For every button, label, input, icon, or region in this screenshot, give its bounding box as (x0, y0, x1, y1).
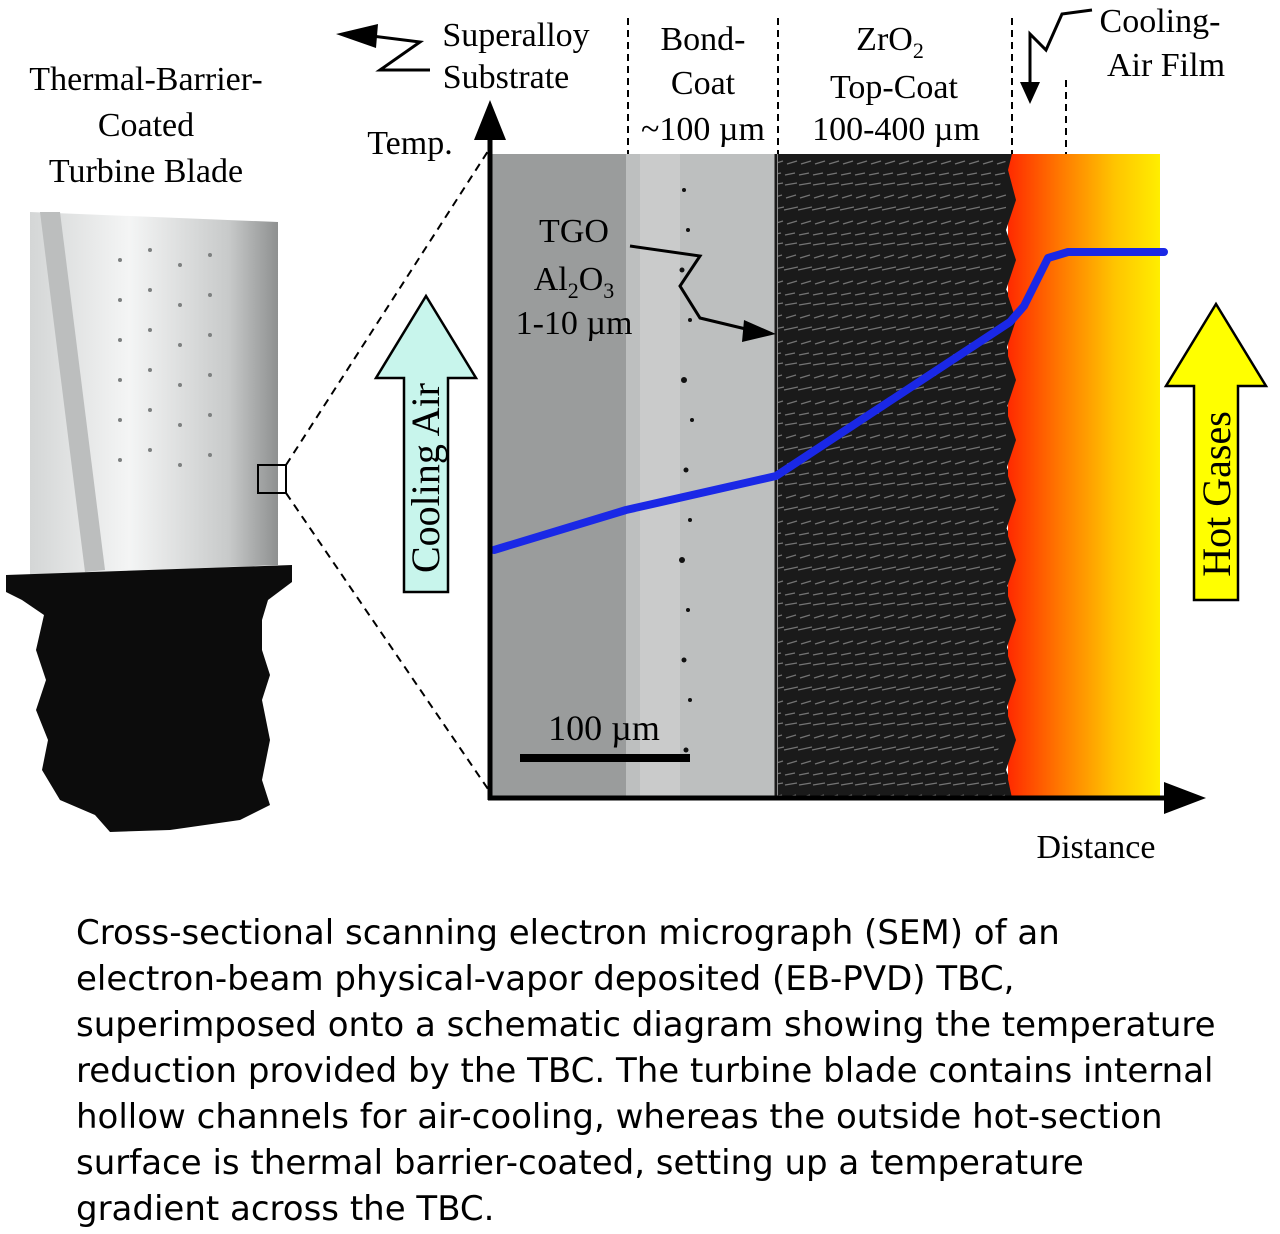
substrate-pointer-arrowhead (336, 24, 378, 48)
hot-gases-arrow-shape (1163, 301, 1269, 602)
distance-axis-arrowhead (1164, 782, 1206, 814)
temperature-curve (490, 248, 1168, 554)
hot-gas-zone (1008, 154, 1160, 798)
caption-text: Cross-sectional scanning electron microg… (76, 913, 1216, 1229)
bondcoat-label-line1: Bond- (661, 21, 746, 58)
zoom-source-box (257, 464, 287, 494)
substrate-label-line2: Substrate (443, 59, 570, 96)
distance-axis-label: Distance (1037, 829, 1156, 866)
cooling-air-label: Cooling Air (403, 383, 448, 573)
zoom-line-top (285, 147, 491, 466)
tgo-label-line2: Al2O3 (534, 261, 615, 303)
topcoat-label-line1: ZrO2 (856, 21, 924, 63)
blade-root (6, 565, 292, 832)
tgo-pointer-arrow (629, 244, 751, 332)
tgo-label-o: O (579, 261, 604, 298)
figure-caption: Cross-sectional scanning electron microg… (76, 910, 1216, 1232)
tgo-pointer-arrowhead (742, 320, 776, 342)
tgo-label-line3: 1-10 µm (516, 305, 633, 342)
topcoat-label-line3: 100-400 µm (812, 111, 980, 148)
topcoat-rough-edge (996, 154, 1014, 798)
tgo-label-sub1: 2 (568, 278, 579, 303)
bondcoat-label-line2: Coat (671, 65, 736, 102)
sem-cross-section (492, 154, 1160, 798)
substrate-pointer-arrow (371, 34, 430, 72)
tgo-label-line1: TGO (539, 213, 609, 250)
scale-bar-label: 100 µm (548, 708, 660, 748)
superalloy-region (492, 154, 626, 798)
bondcoat-pores (679, 188, 694, 753)
film-pointer-arrowhead (1020, 82, 1040, 104)
bondcoat-speckle (640, 154, 680, 798)
blade-label-line1: Thermal-Barrier- (29, 61, 262, 98)
tbc-diagram: 100 µm Cooling Air Hot Gases Thermal-Bar… (6, 3, 1269, 866)
hot-gases-label: Hot Gases (1194, 411, 1239, 577)
blade-label-line3: Turbine Blade (49, 153, 243, 190)
cooling-air-arrow-shape (373, 293, 479, 594)
substrate-label-line1: Superalloy (442, 17, 589, 54)
hot-gases-arrow: Hot Gases (1163, 301, 1269, 602)
topcoat-label-line2: Top-Coat (830, 69, 958, 106)
blade-leading-edge (40, 212, 105, 572)
tgo-label-al: Al (534, 261, 568, 298)
bondcoat-label-line3: ~100 µm (641, 111, 765, 148)
temp-axis-label: Temp. (367, 125, 452, 162)
cooling-air-arrow: Cooling Air (373, 293, 479, 594)
film-pointer-arrow (1028, 8, 1093, 90)
temp-axis-arrowhead (474, 100, 506, 140)
blade-label-line2: Coated (98, 107, 194, 144)
film-label-line1: Cooling- (1100, 3, 1221, 40)
topcoat-label-main: ZrO (856, 21, 913, 58)
film-label-line2: Air Film (1107, 47, 1225, 84)
zoom-line-bottom (285, 492, 491, 793)
blade-cooling-holes (118, 248, 212, 467)
topcoat-region (778, 154, 1006, 798)
topcoat-label-sub: 2 (913, 38, 924, 63)
tgo-label-sub2: 3 (603, 278, 614, 303)
turbine-blade (6, 212, 292, 832)
